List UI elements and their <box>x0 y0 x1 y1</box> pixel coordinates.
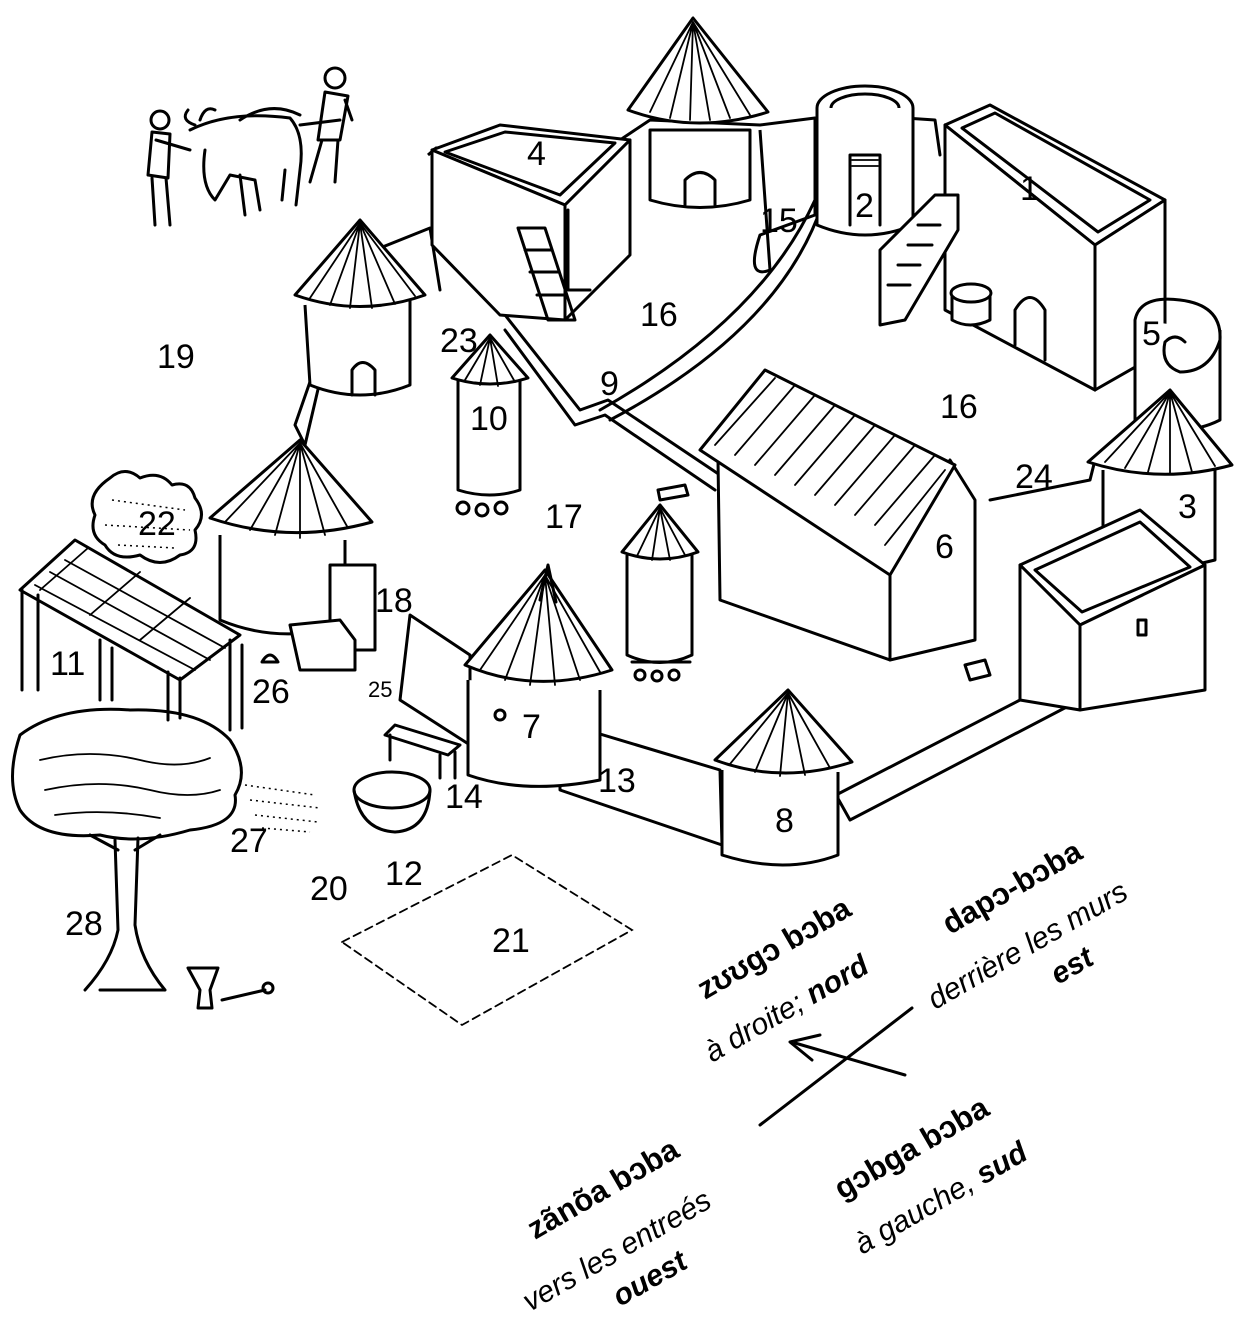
label-9: 9 <box>600 365 619 403</box>
label-3: 3 <box>1178 488 1197 526</box>
label-27: 27 <box>230 822 268 860</box>
granary-centre <box>622 485 698 681</box>
ploughing-scene <box>148 68 352 225</box>
south-cardinal: sud <box>970 1135 1033 1191</box>
hut-top-center <box>628 18 768 208</box>
label-12: 12 <box>385 855 423 893</box>
label-25: 25 <box>368 677 392 702</box>
shelter-11 <box>20 540 242 730</box>
label-23: 23 <box>440 322 478 360</box>
tree-28 <box>13 709 242 990</box>
label-4: 4 <box>527 135 546 173</box>
house-bottom-right <box>1020 510 1205 710</box>
label-28: 28 <box>65 905 103 943</box>
orientation-compass: zʊʊgɔ bɔba à droite; nord dapɔ-bɔba derr… <box>517 833 1133 1318</box>
label-1: 1 <box>1020 170 1039 208</box>
label-13: 13 <box>598 762 636 800</box>
label-2: 2 <box>855 187 874 225</box>
pestle-mortar <box>188 968 273 1008</box>
label-19: 19 <box>157 338 195 376</box>
label-18: 18 <box>375 582 413 620</box>
label-8: 8 <box>775 802 794 840</box>
label-11: 11 <box>50 645 85 683</box>
label-17: 17 <box>545 498 583 536</box>
label-24: 24 <box>1015 458 1053 496</box>
label-16a: 16 <box>640 296 678 334</box>
hut-left-top <box>295 220 425 395</box>
label-20: 20 <box>310 870 348 908</box>
label-16b: 16 <box>940 388 978 426</box>
label-5: 5 <box>1142 315 1161 353</box>
north-cardinal: nord <box>800 948 875 1010</box>
label-22: 22 <box>138 505 176 543</box>
label-10: 10 <box>470 400 508 438</box>
pot-26 <box>262 655 278 662</box>
label-21: 21 <box>492 922 530 960</box>
label-15: 15 <box>760 202 798 240</box>
house-1 <box>880 105 1165 390</box>
label-6: 6 <box>935 528 954 566</box>
label-14: 14 <box>445 778 483 816</box>
hut-7 <box>465 565 612 786</box>
mortar-12 <box>354 772 430 832</box>
label-26: 26 <box>252 673 290 711</box>
label-7: 7 <box>522 708 541 746</box>
